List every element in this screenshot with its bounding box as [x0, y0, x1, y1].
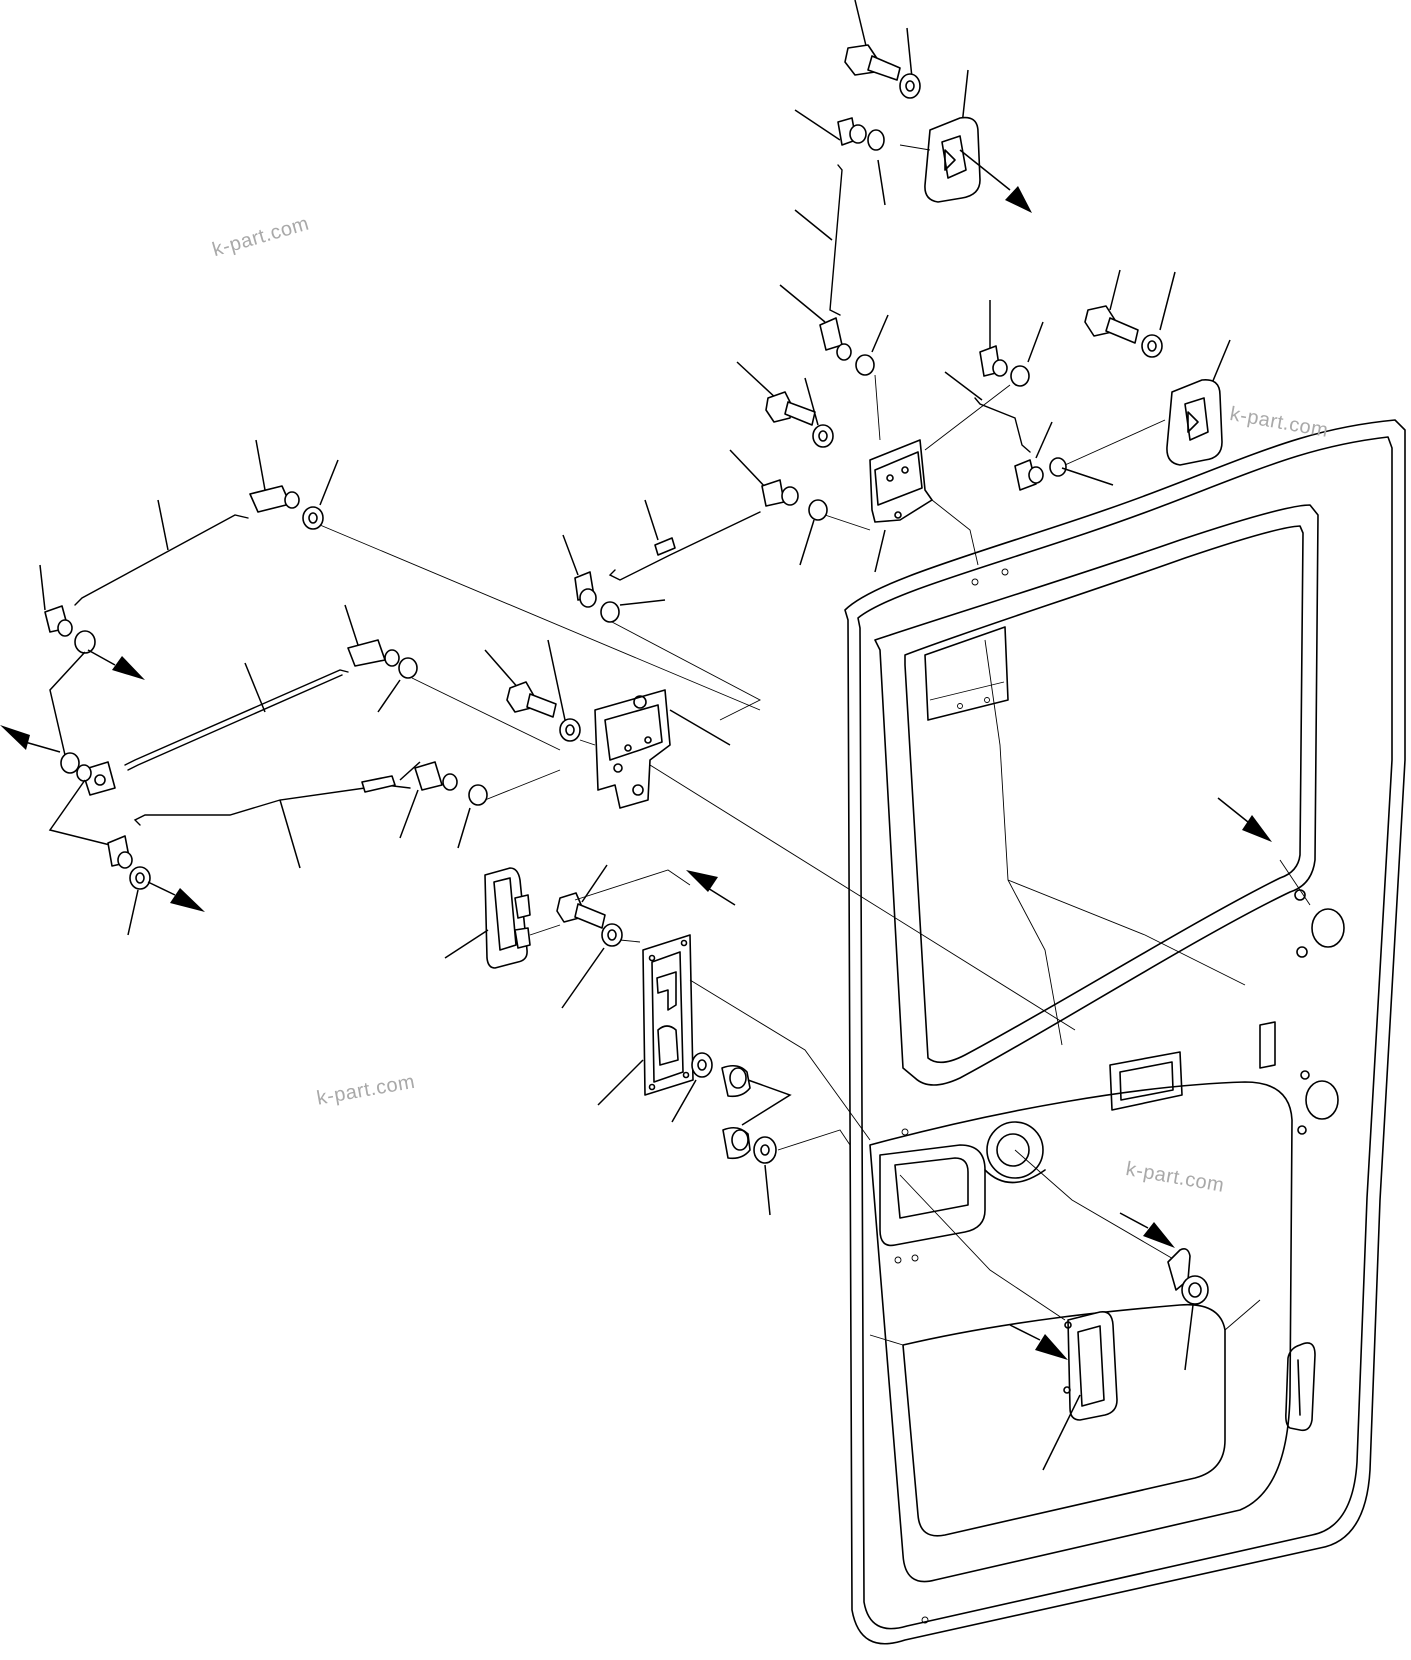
bellcrank-plate — [869, 439, 933, 523]
left-lower-rod — [107, 761, 561, 936]
rod-left-top — [74, 514, 249, 606]
washer-center — [812, 424, 834, 448]
hinge-hole-lower — [1305, 1080, 1339, 1120]
handle-cover — [1067, 1310, 1118, 1421]
rod-left-middle — [124, 669, 349, 766]
door-outer-frame — [844, 419, 1406, 1645]
washer-handle — [691, 1052, 713, 1078]
right-rod-striker-assembly — [944, 269, 1231, 491]
washer-right-lower — [1049, 457, 1067, 477]
washer-center-right — [808, 499, 828, 521]
washer-collar — [753, 1136, 777, 1164]
washer-left-middle — [398, 657, 418, 679]
rod-end-left-top — [249, 485, 291, 513]
door-panel — [844, 419, 1406, 1645]
window-top-bracket — [924, 626, 1009, 721]
washer-right-upper — [1010, 365, 1030, 387]
rod-end-left-middle — [347, 639, 386, 667]
hook-rod-right — [974, 397, 1031, 453]
hinge-hole-upper — [1311, 908, 1345, 948]
striker-plate-right — [1166, 378, 1223, 466]
direction-arrow-door — [1242, 815, 1272, 842]
spacer-collar-1 — [721, 1064, 751, 1098]
direction-arrow-latch — [686, 870, 718, 892]
left-upper-rod — [39, 439, 761, 711]
washer-right-bolt — [1141, 334, 1163, 358]
washer-center-left — [600, 601, 620, 623]
lock-body — [594, 689, 671, 809]
door-pointer — [1217, 797, 1311, 906]
direction-arrow-left-1 — [112, 656, 145, 680]
door-lower-panel — [869, 1081, 1293, 1583]
latch-opening — [1109, 1051, 1183, 1111]
rod-end-right-lower — [1014, 459, 1037, 491]
window-frame-outer — [874, 504, 1319, 1086]
rod-end-center-right — [761, 479, 785, 507]
main-lock-assembly — [484, 639, 1076, 1031]
vertical-rod — [829, 164, 843, 316]
washer-lower-rod — [855, 354, 875, 376]
rod-end-lower — [819, 317, 843, 351]
washer-left-top — [302, 506, 324, 530]
left-bracket-assembly — [0, 651, 116, 846]
window-frame-inner — [904, 525, 1304, 1064]
striker-plate-top — [924, 116, 981, 203]
side-slot — [1285, 1342, 1316, 1432]
washer-upper-rod — [867, 129, 885, 151]
door-lower-panel-inner — [902, 1303, 1226, 1537]
washer-lock-body — [559, 718, 581, 742]
washer-left-top-lower — [74, 630, 96, 654]
handle-recess — [879, 1144, 986, 1247]
spacer-collar-2 — [722, 1126, 751, 1160]
direction-arrow-top — [1005, 186, 1032, 213]
key-cylinder-assembly — [899, 1149, 1209, 1471]
door-outer-frame-inner-edge — [857, 436, 1393, 1630]
rod-end-left-bottom — [414, 761, 443, 791]
latch-handle-assembly — [444, 864, 871, 1216]
direction-arrow-left-3 — [170, 888, 205, 912]
direction-arrow-left-2 — [0, 725, 30, 750]
top-striker-assembly — [844, 0, 1032, 213]
washer-top — [899, 73, 921, 99]
washer-latch — [601, 923, 623, 947]
washer-left-bottom-2 — [129, 866, 151, 890]
washer-left-mid — [60, 752, 80, 774]
upper-vertical-rod — [779, 109, 889, 441]
rod-center — [608, 511, 761, 581]
washer-left-bottom — [468, 784, 488, 806]
key-cylinder-boss — [986, 1121, 1044, 1179]
direction-arrow-cover — [1035, 1334, 1068, 1360]
key-cylinder — [1167, 1248, 1191, 1291]
left-middle-rod — [124, 604, 561, 771]
direction-arrow-key — [1143, 1222, 1175, 1248]
center-bellcrank-assembly — [736, 361, 1011, 573]
center-horizontal-rod — [562, 449, 871, 721]
